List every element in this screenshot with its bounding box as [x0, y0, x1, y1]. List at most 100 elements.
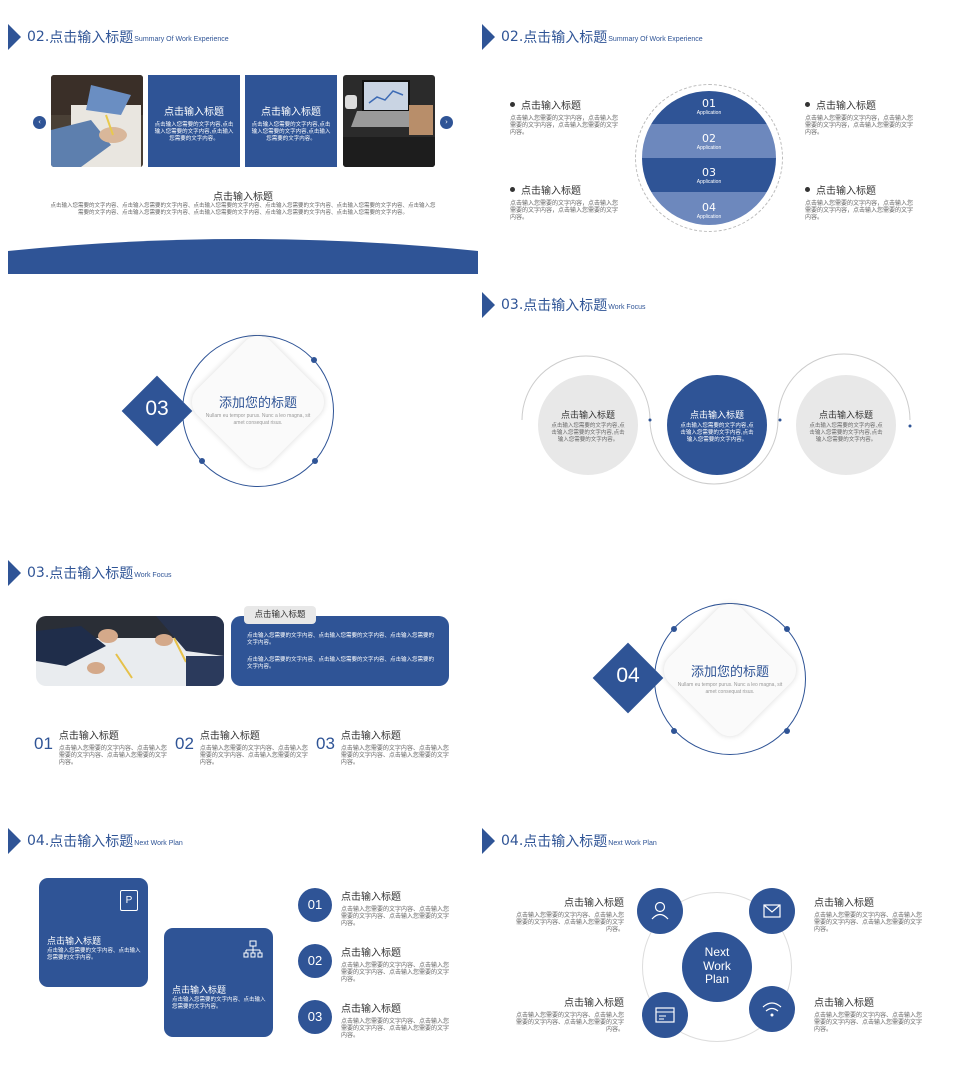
- slide-header: 04. 点击输入标题 Next Work Plan: [482, 826, 657, 856]
- header-title: 点击输入标题: [49, 834, 134, 850]
- photo-team-image: [36, 616, 224, 686]
- plan-item-bottom-right: 点击输入标题 点击输入您需要的文字内容、点击输入您需要的文字内容、点击输入您需要…: [814, 998, 923, 1034]
- bullet-icon: [805, 102, 810, 107]
- photo-team-meeting: [36, 616, 224, 686]
- header-number: 04.: [501, 833, 524, 849]
- sphere-outline: [635, 84, 783, 232]
- document-p-icon: P: [120, 890, 138, 911]
- numbered-item: 01 点击输入标题点击输入您需要的文字内容、点击输入您需要的文字内容、点击输入您…: [298, 888, 458, 928]
- header-triangle-icon: [8, 828, 21, 854]
- info-card-1: 点击输入标题 点击输入您需要的文字内容,点击输入您需要的文字内容,点击输入您需要…: [148, 75, 240, 167]
- header-number: 02.: [27, 29, 50, 45]
- dot-marker: [199, 458, 205, 464]
- caption-body: 点击输入您需要的文字内容、点击输入您需要的文字内容、点击输入您需要的文字内容、点…: [50, 203, 436, 216]
- dot-marker: [312, 458, 318, 464]
- dot-marker: [784, 626, 790, 632]
- slide-2: 02. 点击输入标题 Summary Of Work Experience 点击…: [482, 12, 952, 274]
- carousel-next-button[interactable]: ›: [440, 116, 453, 129]
- bottom-wave-shape: [8, 239, 478, 274]
- center-circle: Next Work Plan: [682, 932, 752, 1002]
- section-body: Nullam eu tempor purus. Nunc a leo magna…: [677, 682, 783, 695]
- header-title: 点击输入标题: [523, 298, 608, 314]
- list-item: 点击输入标题 点击输入您需要的文字内容，点击输入您需要的文字内容，点击输入您需要…: [805, 186, 914, 222]
- number-badge: 01: [298, 888, 332, 922]
- panel-tab-label: 点击输入标题: [244, 606, 316, 624]
- plan-item-top-left: 点击输入标题 点击输入您需要的文字内容、点击输入您需要的文字内容、点击输入您需要…: [516, 898, 625, 934]
- number-badge: 02: [298, 944, 332, 978]
- info-card-body: 点击输入您需要的文字内容,点击输入您需要的文字内容,点击输入您需要的文字内容。: [154, 122, 234, 142]
- slide-header: 03. 点击输入标题 Work Focus: [8, 558, 171, 588]
- header-title: 点击输入标题: [523, 30, 608, 46]
- panel-paragraph-1: 点击输入您需要的文字内容、点击输入您需要的文字内容、点击输入您需要的文字内容。: [247, 633, 435, 646]
- plan-item-bottom-left: 点击输入标题 点击输入您需要的文字内容、点击输入您需要的文字内容、点击输入您需要…: [516, 998, 625, 1034]
- photo-handshake-image: [51, 75, 143, 167]
- mail-icon: [749, 888, 795, 934]
- header-triangle-icon: [8, 24, 21, 50]
- dot-marker: [311, 357, 317, 363]
- sphere-band-3: 03 Application: [696, 166, 722, 185]
- header-triangle-icon: [482, 24, 495, 50]
- list-item: 点击输入标题 点击输入您需要的文字内容，点击输入您需要的文字内容，点击输入您需要…: [510, 101, 619, 137]
- sphere-band-2: 02 Application: [696, 132, 722, 151]
- slide-7: 04. 点击输入标题 Next Work Plan P 点击输入标题 点击输入您…: [8, 816, 478, 1078]
- numbered-item: 01 点击输入标题点击输入您需要的文字内容、点击输入您需要的文字内容、点击输入您…: [34, 731, 167, 767]
- number-badge: 03: [298, 1000, 332, 1034]
- user-icon: [637, 888, 683, 934]
- info-card-title: 点击输入标题: [261, 107, 321, 118]
- plan-card-1: P 点击输入标题 点击输入您需要的文字内容、点击输入您需要的文字内容。: [39, 878, 148, 987]
- sphere: 01 Application 02 Application 03 Applica…: [642, 91, 776, 225]
- sphere-band-4: 04 Application: [696, 201, 722, 220]
- list-item: 点击输入标题 点击输入您需要的文字内容，点击输入您需要的文字内容，点击输入您需要…: [805, 101, 914, 137]
- focus-circle-1: 点击输入标题 点击输入您需要的文字内容,点击输入您需要的文字内容,点击输入您需要…: [538, 375, 638, 475]
- slide-header: 04. 点击输入标题 Next Work Plan: [8, 826, 183, 856]
- slide-header: 02. 点击输入标题 Summary Of Work Experience: [8, 22, 229, 52]
- list-item: 点击输入标题 点击输入您需要的文字内容，点击输入您需要的文字内容，点击输入您需要…: [510, 186, 619, 222]
- dot-marker: [671, 626, 677, 632]
- header-title: 点击输入标题: [49, 566, 134, 582]
- info-card-body: 点击输入您需要的文字内容,点击输入您需要的文字内容,点击输入您需要的文字内容。: [251, 122, 331, 142]
- browser-window-icon: [642, 992, 688, 1038]
- numbered-item: 02 点击输入标题点击输入您需要的文字内容、点击输入您需要的文字内容、点击输入您…: [298, 944, 458, 984]
- header-subtitle: Next Work Plan: [608, 840, 657, 847]
- header-number: 03.: [501, 297, 524, 313]
- caption-title: 点击输入标题: [213, 192, 273, 203]
- bullet-icon: [510, 102, 515, 107]
- photo-handshake-meeting: [51, 75, 143, 167]
- section-heading: 添加您的标题: [690, 665, 769, 680]
- panel-paragraph-2: 点击输入您需要的文字内容、点击输入您需要的文字内容、点击输入您需要的文字内容。: [247, 657, 435, 670]
- numbered-item: 03 点击输入标题点击输入您需要的文字内容、点击输入您需要的文字内容、点击输入您…: [298, 1000, 458, 1040]
- header-subtitle: Work Focus: [134, 572, 172, 579]
- dot-marker: [784, 728, 790, 734]
- slide-3: 03 添加您的标题 Nullam eu tempor purus. Nunc a…: [8, 280, 478, 542]
- slide-8: 04. 点击输入标题 Next Work Plan Next Work Plan…: [482, 816, 952, 1078]
- slide-4: 03. 点击输入标题 Work Focus 点击输入标题 点击输入您需要的文字内…: [482, 280, 952, 542]
- slide-1: 02. 点击输入标题 Summary Of Work Experience ‹ …: [8, 12, 478, 274]
- orbit-ring: [642, 892, 792, 1042]
- wifi-icon: [749, 986, 795, 1032]
- focus-circle-2: 点击输入标题 点击输入您需要的文字内容,点击输入您需要的文字内容,点击输入您需要…: [667, 375, 767, 475]
- numbered-item: 03 点击输入标题点击输入您需要的文字内容、点击输入您需要的文字内容、点击输入您…: [316, 731, 449, 767]
- header-subtitle: Summary Of Work Experience: [134, 36, 229, 43]
- dot-marker: [671, 728, 677, 734]
- slide-5: 03. 点击输入标题 Work Focus 点击输入您需要的文字内容、点击输入您…: [8, 548, 478, 810]
- header-number: 03.: [27, 565, 50, 581]
- plan-card-2: 点击输入标题 点击输入您需要的文字内容、点击输入您需要的文字内容。: [164, 928, 273, 1037]
- plan-item-top-right: 点击输入标题 点击输入您需要的文字内容、点击输入您需要的文字内容、点击输入您需要…: [814, 898, 923, 934]
- header-subtitle: Summary Of Work Experience: [608, 36, 703, 43]
- numbered-item: 02 点击输入标题点击输入您需要的文字内容、点击输入您需要的文字内容、点击输入您…: [175, 731, 308, 767]
- diamond-number: 04: [616, 664, 640, 687]
- info-card-title: 点击输入标题: [164, 107, 224, 118]
- bullet-icon: [510, 187, 515, 192]
- content-panel: 点击输入您需要的文字内容、点击输入您需要的文字内容、点击输入您需要的文字内容。 …: [231, 616, 449, 686]
- section-body: Nullam eu tempor purus. Nunc a leo magna…: [205, 413, 311, 426]
- header-title: 点击输入标题: [49, 30, 134, 46]
- slide-header: 03. 点击输入标题 Work Focus: [482, 290, 645, 320]
- slide-6: 04 添加您的标题 Nullam eu tempor purus. Nunc a…: [482, 548, 952, 810]
- header-title: 点击输入标题: [523, 834, 608, 850]
- info-card-2: 点击输入标题 点击输入您需要的文字内容,点击输入您需要的文字内容,点击输入您需要…: [245, 75, 337, 167]
- carousel-prev-button[interactable]: ‹: [33, 116, 46, 129]
- connector-arcs: [521, 353, 912, 485]
- focus-circle-3: 点击输入标题 点击输入您需要的文字内容,点击输入您需要的文字内容,点击输入您需要…: [796, 375, 896, 475]
- photo-laptop-desk: [343, 75, 435, 167]
- header-triangle-icon: [482, 292, 495, 318]
